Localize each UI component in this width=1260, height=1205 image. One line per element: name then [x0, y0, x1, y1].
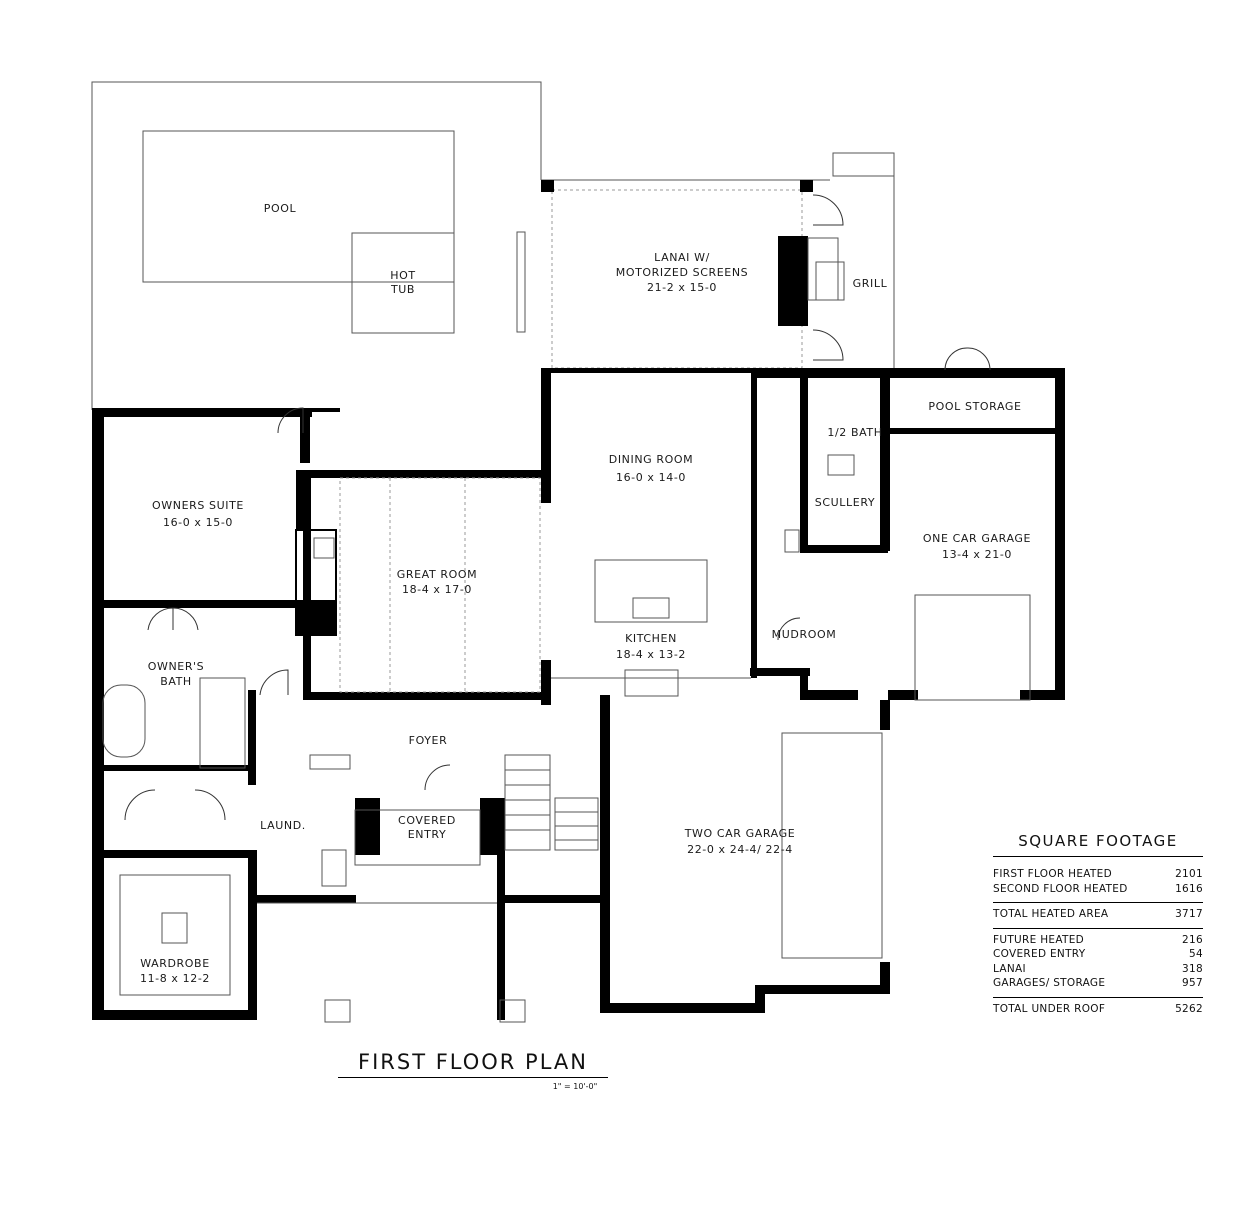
- square-footage-title: SQUARE FOOTAGE: [993, 832, 1203, 857]
- sqft-value: 54: [1189, 948, 1203, 960]
- great-room-label: GREAT ROOM: [397, 568, 477, 581]
- stairs: [504, 754, 599, 851]
- hot-tub-label-2: TUB: [390, 283, 415, 296]
- sqft-label: COVERED ENTRY: [993, 948, 1086, 960]
- shower: [199, 677, 246, 769]
- car-outline-2: [781, 732, 883, 959]
- plan-title: FIRST FLOOR PLAN: [338, 1050, 608, 1078]
- sqft-value: 957: [1182, 977, 1203, 989]
- kitchen-dims: 18-4 x 13-2: [616, 648, 686, 661]
- pool-outline: [142, 130, 455, 283]
- square-footage-table: SQUARE FOOTAGE FIRST FLOOR HEATED 2101 SE…: [993, 832, 1203, 1022]
- sqft-row: SECOND FLOOR HEATED 1616: [993, 882, 1203, 897]
- great-room-dims: 18-4 x 17-0: [402, 583, 472, 596]
- pool-storage-label: POOL STORAGE: [928, 400, 1021, 413]
- walls: [92, 368, 1065, 1020]
- owners-suite-dims: 16-0 x 15-0: [163, 516, 233, 529]
- dining-room-label: DINING ROOM: [609, 453, 694, 466]
- sqft-row: GARAGES/ STORAGE 957: [993, 976, 1203, 991]
- fireplace-outdoor: [778, 236, 808, 326]
- sqft-label: SECOND FLOOR HEATED: [993, 882, 1128, 895]
- car-outline: [914, 594, 1031, 701]
- sqft-value: 5262: [1175, 1002, 1203, 1015]
- room-labels: POOL HOT TUB LANAI W/ MOTORIZED SCREENS …: [140, 202, 1031, 985]
- sqft-value: 1616: [1175, 882, 1203, 895]
- sqft-value: 216: [1182, 933, 1203, 946]
- sqft-row: TOTAL UNDER ROOF 5262: [993, 1002, 1203, 1017]
- hot-tub-outline: [351, 232, 455, 334]
- lanai-label-2: MOTORIZED SCREENS: [616, 266, 748, 279]
- owners-suite-label: OWNERS SUITE: [152, 499, 244, 512]
- one-car-garage-dims: 13-4 x 21-0: [942, 548, 1012, 561]
- wardrobe-label: WARDROBE: [140, 957, 210, 970]
- owners-bath-label-1: OWNER'S: [148, 660, 205, 673]
- foyer-label: FOYER: [409, 734, 448, 747]
- kitchen-label: KITCHEN: [625, 632, 677, 645]
- sqft-label: FUTURE HEATED: [993, 933, 1085, 946]
- scullery-label: SCULLERY: [815, 496, 875, 509]
- covered-entry-label-2: ENTRY: [408, 828, 447, 841]
- sqft-label: LANAI: [993, 962, 1026, 975]
- sqft-label: FIRST FLOOR HEATED: [993, 868, 1112, 880]
- hot-tub-label-1: HOT: [390, 269, 415, 282]
- sqft-group-total-roof: TOTAL UNDER ROOF 5262: [993, 996, 1203, 1023]
- sink: [632, 597, 670, 619]
- sqft-row: FIRST FLOOR HEATED 2101: [993, 867, 1203, 882]
- tub: [102, 684, 146, 758]
- dining-room-dims: 16-0 x 14-0: [616, 471, 686, 484]
- lanai-dims: 21-2 x 15-0: [647, 281, 717, 294]
- sqft-row: FUTURE HEATED 216: [993, 933, 1203, 948]
- two-car-garage-label: TWO CAR GARAGE: [684, 827, 796, 840]
- two-car-garage-dims: 22-0 x 24-4/ 22-4: [687, 843, 793, 856]
- covered-entry-label-1: COVERED: [398, 814, 456, 827]
- pool-deck: [91, 81, 542, 410]
- sqft-value: 2101: [1175, 868, 1203, 880]
- laundry-label: LAUND.: [260, 819, 306, 832]
- one-car-garage-label: ONE CAR GARAGE: [923, 532, 1031, 545]
- covered-entry-outline: [354, 809, 481, 866]
- sqft-label: TOTAL UNDER ROOF: [993, 1002, 1106, 1015]
- owners-bath-label-2: BATH: [160, 675, 192, 688]
- sqft-label: GARAGES/ STORAGE: [993, 977, 1106, 989]
- plan-scale: 1" = 10'-0": [552, 1082, 598, 1091]
- sqft-row: TOTAL HEATED AREA 3717: [993, 907, 1203, 922]
- sqft-group-other: FUTURE HEATED 216 COVERED ENTRY 54 LANAI 31…: [993, 927, 1203, 997]
- kitchen-island: [594, 559, 708, 623]
- interior-details: [102, 347, 1031, 1023]
- sqft-row: COVERED ENTRY 54: [993, 947, 1203, 962]
- sqft-label: TOTAL HEATED AREA: [993, 908, 1109, 920]
- sqft-value: 318: [1182, 962, 1203, 975]
- half-bath-label: 1/2 BATH: [827, 426, 882, 439]
- pool-label: POOL: [264, 202, 297, 215]
- wardrobe-dims: 11-8 x 12-2: [140, 972, 210, 985]
- wardrobe-outline: [119, 874, 231, 996]
- mudroom-label: MUDROOM: [772, 628, 837, 641]
- lanai-area: [516, 152, 895, 369]
- lanai-label-1: LANAI W/: [654, 251, 710, 264]
- range: [624, 669, 679, 697]
- sqft-row: LANAI 318: [993, 962, 1203, 977]
- grill-label: GRILL: [853, 277, 888, 290]
- sqft-group-total-heated: TOTAL HEATED AREA 3717: [993, 902, 1203, 928]
- sqft-value: 3717: [1175, 908, 1203, 920]
- sqft-group-heated: FIRST FLOOR HEATED 2101 SECOND FLOOR HEAT…: [993, 863, 1203, 902]
